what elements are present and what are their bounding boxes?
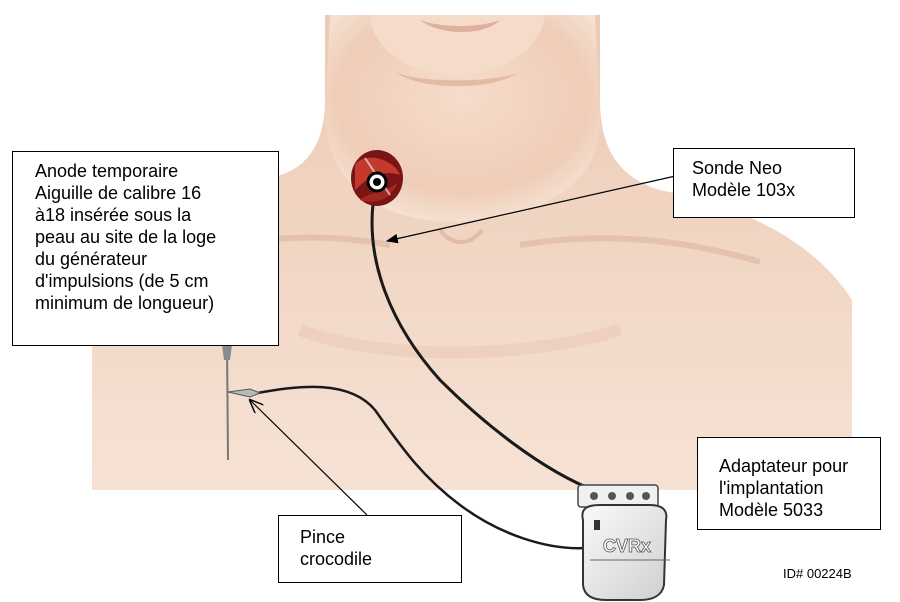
carotid-electrode [351,150,403,206]
adaptateur-label-box: Adaptateur pour l'implantation Modèle 50… [697,437,881,530]
anode-label-box: Anode temporaire Aiguille de calibre 16 … [12,151,279,346]
adaptateur-label-line: Adaptateur pour [719,455,880,477]
sonde-label-line: Modèle 103x [692,179,854,201]
anode-label-line: à18 insérée sous la [35,204,278,226]
anode-label-line: peau au site de la loge [35,226,278,248]
sonde-label-box: Sonde Neo Modèle 103x [673,148,855,218]
image-id-text: ID# 00224B [783,566,852,581]
adaptateur-label-line: Modèle 5033 [719,499,880,521]
anode-label-line: d'impulsions (de 5 cm [35,270,278,292]
adaptateur-label-line: l'implantation [719,477,880,499]
sonde-label-line: Sonde Neo [692,157,854,179]
anode-label-line: Aiguille de calibre 16 [35,182,278,204]
anode-label-line: Anode temporaire [35,160,278,182]
anode-label-line: du générateur [35,248,278,270]
device-logo: CVRx [603,536,651,556]
pince-label-line: crocodile [300,548,461,570]
pince-label-line: Pince [300,526,461,548]
pince-label-box: Pince crocodile [278,515,462,583]
anode-label-line: minimum de longueur) [35,292,278,314]
